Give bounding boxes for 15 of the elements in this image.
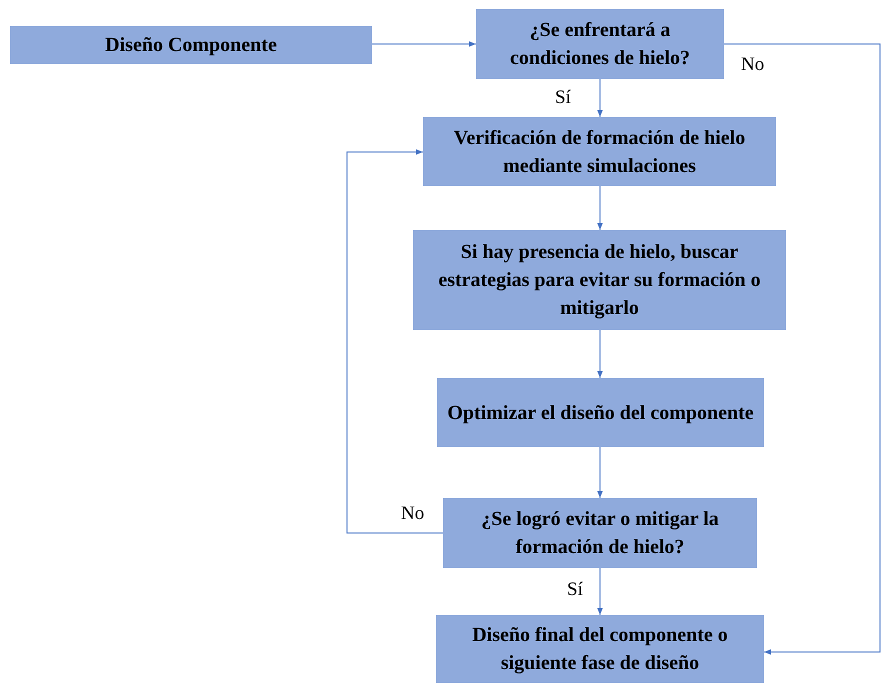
process-box: Optimizar el diseño del componente <box>437 378 764 447</box>
arrow <box>597 446 603 498</box>
arrow <box>597 330 603 378</box>
process-box: ¿Se enfrentará a condiciones de hielo? <box>476 9 724 79</box>
arrow <box>597 186 603 230</box>
process-box: ¿Se logró evitar o mitigar la formación de hielo? <box>443 498 757 568</box>
arrow <box>372 41 476 47</box>
process-box: Si hay presencia de hielo, buscar estrategias para evitar su formación o mitigarlo <box>413 230 786 330</box>
arrow <box>597 78 603 118</box>
arrow <box>597 568 603 616</box>
process-box: Verificación de formación de hielo mediante simulaciones <box>423 117 776 186</box>
process-box: Diseño final del componente o siguiente fase de diseño <box>436 615 764 683</box>
arrow <box>724 44 880 655</box>
arrow <box>346 149 444 534</box>
process-box: Diseño Componente <box>10 26 372 64</box>
